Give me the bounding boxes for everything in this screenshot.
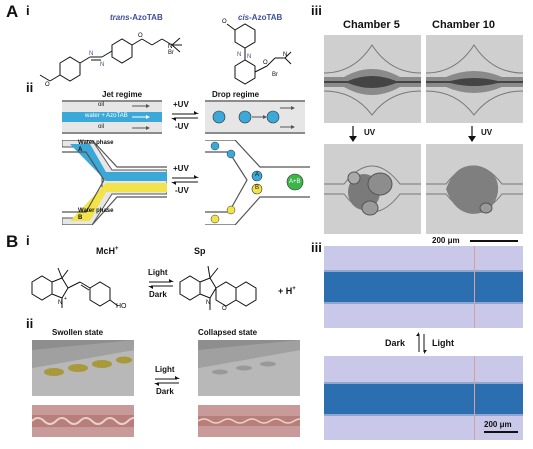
drop-ab-label: A+B xyxy=(289,179,301,185)
jet-oil-bottom: oil xyxy=(98,124,105,130)
equilibrium-arrows-2 xyxy=(171,175,199,185)
water-phase-a-label: Water phase A xyxy=(78,140,114,153)
channel-dark-photo xyxy=(324,246,523,328)
panel-b-iii-label: iii xyxy=(311,240,322,255)
mch-sup: + xyxy=(115,246,119,252)
oh-label: HO xyxy=(116,303,127,310)
svg-text:O: O xyxy=(263,60,268,66)
drop-regime-label: Drop regime xyxy=(212,90,260,99)
y-junction-jet xyxy=(62,140,167,225)
svg-text:O: O xyxy=(222,306,227,312)
svg-text:N: N xyxy=(237,52,241,58)
svg-text:O: O xyxy=(222,19,227,25)
panel-b-i-label: i xyxy=(26,233,30,248)
jet-regime-label: Jet regime xyxy=(102,90,143,99)
dark-label-3: Dark xyxy=(385,338,406,348)
light-label-2: Light xyxy=(155,365,175,374)
water-phase-b-label: Water phase B xyxy=(78,208,114,221)
svg-text:N: N xyxy=(283,52,287,58)
panel-a-iii-label: iii xyxy=(311,3,322,18)
svg-text:N: N xyxy=(89,51,93,57)
plus-uv-2: +UV xyxy=(173,164,189,173)
scale-bar-b xyxy=(484,431,518,433)
svg-text:O: O xyxy=(138,33,143,39)
trans-prefix: trans xyxy=(110,13,130,22)
trans-azotab-structure: N N O O N xyxy=(39,33,182,88)
uv-label-1: UV xyxy=(364,128,376,137)
drop-a-label: A xyxy=(255,172,260,178)
dark-light-arrows-vertical xyxy=(416,332,427,354)
chamber10-after-photo xyxy=(426,144,523,234)
chamber10-before-photo xyxy=(425,35,524,123)
swollen-3d-render xyxy=(32,340,134,396)
cis-suffix: -AzoTAB xyxy=(249,13,283,22)
svg-text:O: O xyxy=(45,82,50,88)
svg-text:N: N xyxy=(168,44,172,50)
svg-text:N: N xyxy=(58,300,62,306)
panel-a-ii-label: ii xyxy=(26,80,34,95)
svg-text:N: N xyxy=(247,54,251,60)
cis-azotab-label: cis-AzoTAB xyxy=(238,7,282,25)
collapsed-3d-render xyxy=(198,340,300,396)
uv-arrow-2 xyxy=(468,126,476,142)
scale-bar-b-label: 200 μm xyxy=(484,420,512,429)
light-label-3: Light xyxy=(432,338,454,348)
chamber10-label: Chamber 10 xyxy=(432,19,495,31)
jet-channel xyxy=(62,100,162,134)
cis-prefix: cis xyxy=(238,13,250,22)
light-dark-arrows-2 xyxy=(154,376,180,386)
svg-text:N: N xyxy=(206,300,210,306)
svg-text:N: N xyxy=(100,62,104,68)
uv-arrow-1 xyxy=(349,126,357,142)
panel-b-ii-label: ii xyxy=(26,316,34,331)
svg-text:+: + xyxy=(64,296,67,302)
light-dark-arrows-1 xyxy=(148,279,174,289)
dark-label-1: Dark xyxy=(149,290,167,299)
chamber5-before-photo xyxy=(323,35,422,123)
mch-label: McH+ xyxy=(96,246,119,256)
swollen-label: Swollen state xyxy=(52,328,104,337)
cis-azotab-structure: N N O O N xyxy=(222,19,292,85)
channel-light-photo xyxy=(324,356,523,440)
equilibrium-arrows-1 xyxy=(171,111,199,121)
dark-label-2: Dark xyxy=(156,387,174,396)
swollen-micrograph xyxy=(31,405,141,437)
drop-b-label: B xyxy=(255,185,260,191)
sp-structure: N O xyxy=(179,265,257,312)
minus-uv-1: -UV xyxy=(175,122,189,131)
uv-label-2: UV xyxy=(481,128,493,137)
jet-water-azotab: water + AzoTAB xyxy=(85,113,128,119)
chamber5-after-photo xyxy=(324,144,421,234)
h-plus-text: + H xyxy=(278,286,293,296)
mch-text: McH xyxy=(96,246,116,256)
minus-uv-2: -UV xyxy=(175,186,189,195)
panel-a-i-label: i xyxy=(26,3,30,18)
mch-structure: N + xyxy=(31,267,119,308)
h-plus-label: + H+ xyxy=(278,286,296,296)
jet-oil-top: oil xyxy=(98,102,105,108)
y-junction-drops xyxy=(205,140,310,225)
scale-bar-a xyxy=(470,240,518,242)
drop-channel xyxy=(205,100,305,134)
plus-uv-1: +UV xyxy=(173,100,189,109)
h-plus-sup: + xyxy=(292,286,296,292)
light-label-1: Light xyxy=(148,268,168,277)
scale-bar-a-label: 200 μm xyxy=(432,236,460,245)
sp-label: Sp xyxy=(194,246,206,256)
panel-a-letter: A xyxy=(6,2,19,21)
panel-b-letter: B xyxy=(6,232,19,251)
collapsed-label: Collapsed state xyxy=(198,328,258,337)
trans-suffix: -AzoTAB xyxy=(129,13,163,22)
collapsed-micrograph xyxy=(197,405,307,437)
cis-br: Br xyxy=(272,72,278,78)
chamber5-label: Chamber 5 xyxy=(343,19,400,31)
trans-br: Br xyxy=(168,50,174,56)
trans-azotab-label: trans-AzoTAB xyxy=(110,7,163,25)
